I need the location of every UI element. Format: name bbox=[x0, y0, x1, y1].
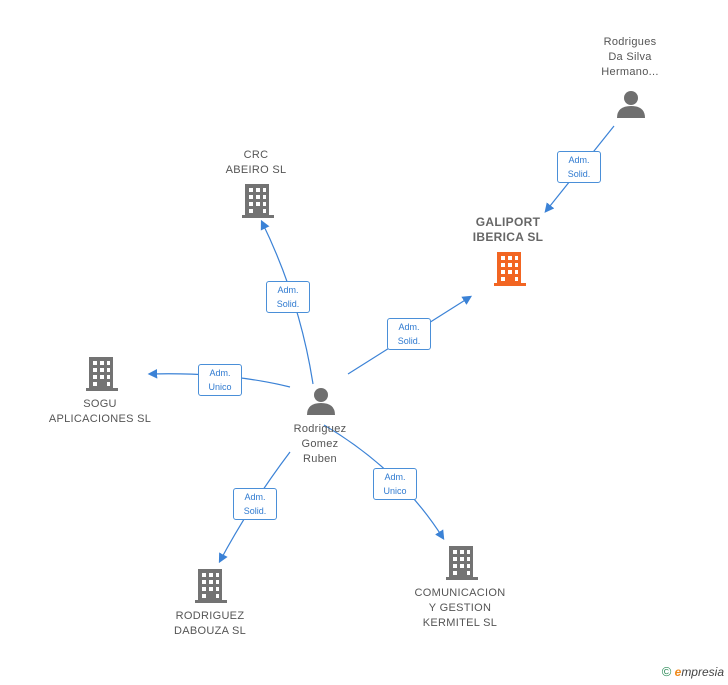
node-label-rodriguez-gomez: Rodriguez Gomez Ruben bbox=[293, 423, 347, 465]
node-label-sogu: SOGU APLICACIONES SL bbox=[48, 398, 152, 425]
empresia-logo: empresia bbox=[674, 665, 724, 679]
building-icon[interactable] bbox=[446, 545, 478, 586]
edge-badge-rodriguez-to-sogu: Adm. Unico bbox=[198, 364, 242, 396]
edge-badge-rodriguez-to-crc: Adm. Solid. bbox=[266, 281, 310, 313]
copyright-symbol: © bbox=[661, 664, 672, 679]
node-label-comunicacion: COMUNICACION Y GESTION KERMITEL SL bbox=[414, 587, 506, 629]
building-icon[interactable] bbox=[86, 356, 118, 397]
node-label-rodriguez-dabouza: RODRIGUEZ DABOUZA SL bbox=[173, 610, 247, 637]
node-label-galiport: GALIPORT IBERICA SL bbox=[472, 215, 544, 244]
footer-brand: © empresia bbox=[662, 664, 724, 679]
edge-badge-rodriguez-to-comunicacion: Adm. Unico bbox=[373, 468, 417, 500]
node-label-crc-abeiro: CRC ABEIRO SL bbox=[225, 149, 287, 176]
person-icon[interactable] bbox=[306, 386, 336, 421]
building-icon[interactable] bbox=[242, 183, 274, 224]
building-icon-highlighted[interactable] bbox=[494, 251, 526, 292]
building-icon[interactable] bbox=[195, 568, 227, 609]
edge-badge-rodriguez-to-galiport: Adm. Solid. bbox=[387, 318, 431, 350]
edge-badge-rodrigues-to-galiport: Adm. Solid. bbox=[557, 151, 601, 183]
edge-badge-rodriguez-to-dabouza: Adm. Solid. bbox=[233, 488, 277, 520]
node-label-rodrigues-da-silva: Rodrigues Da Silva Hermano... bbox=[601, 36, 659, 78]
person-icon[interactable] bbox=[616, 89, 646, 124]
